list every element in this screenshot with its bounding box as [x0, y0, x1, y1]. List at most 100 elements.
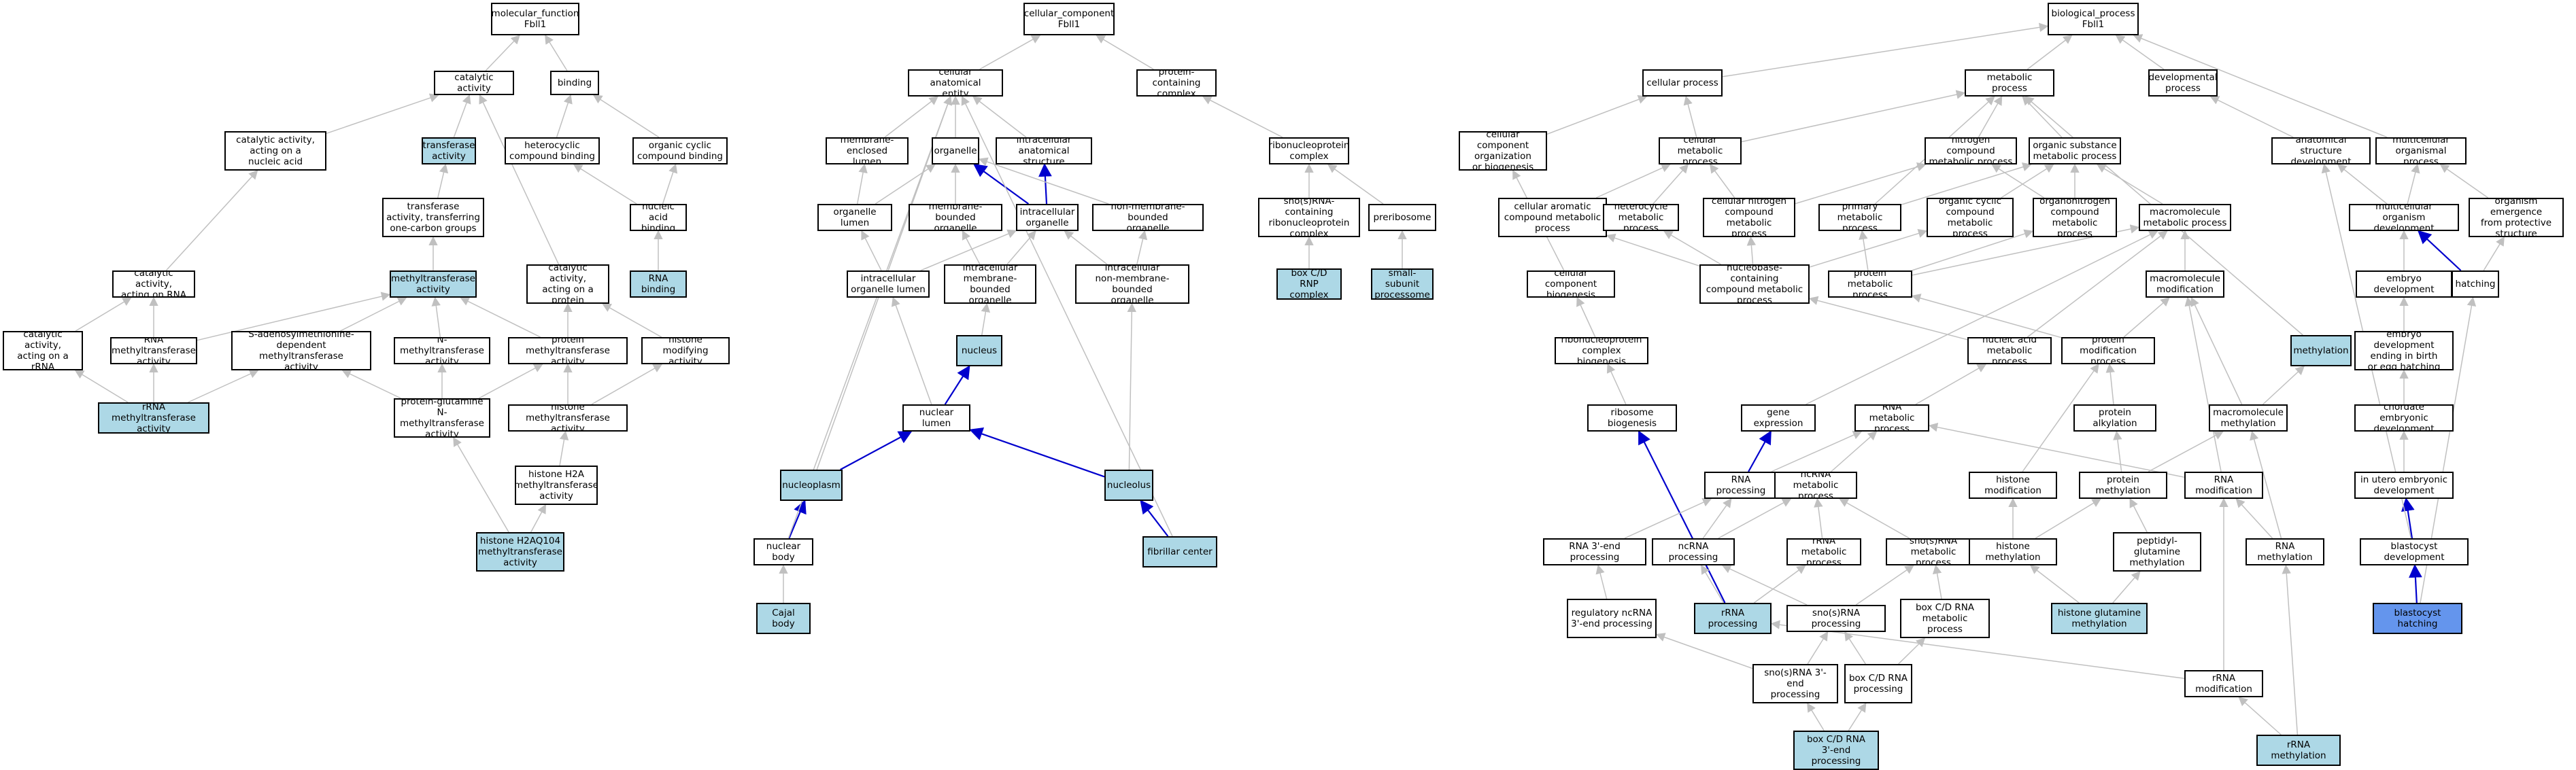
node-osmp[interactable]: organic substance metabolic process	[2029, 137, 2121, 164]
node-mf[interactable]: molecular_function Fbll1	[491, 3, 579, 35]
node-protmeth[interactable]: protein methylation	[2079, 472, 2167, 499]
node-transf1c[interactable]: transferase activity, transferring one-c…	[382, 198, 484, 237]
node-bind[interactable]: binding	[550, 71, 599, 95]
node-nuclum[interactable]: nuclear lumen	[902, 404, 970, 432]
node-mbo[interactable]: membrane-bounded organelle	[909, 204, 1002, 231]
node-nucleoplasm[interactable]: nucleoplasm	[780, 470, 843, 501]
node-rnc3end[interactable]: regulatory ncRNA 3'-end processing	[1567, 599, 1657, 638]
node-edeb[interactable]: embryo development ending in birth or eg…	[2354, 331, 2454, 370]
node-protmt[interactable]: protein methyltransferase activity	[508, 337, 628, 364]
node-ccob[interactable]: cellular component organization or bioge…	[1459, 131, 1547, 171]
node-iol[interactable]: intracellular organelle lumen	[847, 270, 930, 298]
node-macmp[interactable]: macromolecule metabolic process	[2139, 204, 2231, 231]
node-cc[interactable]: cellular_component Fbll1	[1023, 3, 1115, 35]
node-namp[interactable]: nucleic acid metabolic process	[1967, 337, 2052, 364]
node-asd[interactable]: anatomical structure development	[2271, 137, 2371, 164]
node-metproc[interactable]: metabolic process	[1965, 69, 2054, 97]
node-boxcdproc[interactable]: box C/D RNA processing	[1844, 664, 1912, 703]
node-imbo[interactable]: intracellular membrane-bounded organelle	[944, 264, 1036, 304]
node-pmodp[interactable]: protein modification process	[2061, 337, 2155, 364]
node-snornamp[interactable]: sno(s)RNA metabolic process	[1886, 538, 1981, 565]
node-boxcdmp[interactable]: box C/D RNA metabolic process	[1900, 599, 1990, 638]
node-ncrnaproc[interactable]: ncRNA processing	[1652, 538, 1735, 565]
node-h2aq104[interactable]: histone H2AQ104 methyltransferase activi…	[476, 532, 564, 572]
node-histmodp[interactable]: histone modification	[1969, 472, 2057, 499]
node-cmp[interactable]: cellular metabolic process	[1659, 137, 1742, 164]
node-ssp[interactable]: small-subunit processome	[1371, 268, 1434, 300]
node-rnamt[interactable]: RNA methyltransferase activity	[110, 337, 197, 364]
node-h2amt[interactable]: histone H2A methyltransferase activity	[515, 466, 598, 505]
node-cat-na[interactable]: catalytic activity, acting on a nucleic …	[224, 131, 326, 171]
node-rna3end[interactable]: RNA 3'-end processing	[1543, 538, 1646, 565]
node-rnamod[interactable]: RNA modification	[2184, 472, 2263, 499]
node-cat-rna[interactable]: catalytic activity, acting on RNA	[112, 270, 195, 298]
node-iued[interactable]: in utero embryonic development	[2354, 472, 2454, 499]
node-prerib[interactable]: preribosome	[1368, 204, 1436, 231]
node-nbcmp[interactable]: nucleobase-containing compound metabolic…	[1699, 264, 1810, 304]
node-occmp[interactable]: organic cyclic compound metabolic proces…	[1927, 198, 2014, 237]
node-bp[interactable]: biological_process Fbll1	[2048, 3, 2139, 35]
node-rrnamod[interactable]: rRNA modification	[2184, 670, 2263, 697]
node-cat-prot[interactable]: catalytic activity, acting on a protein	[526, 264, 609, 304]
node-mel[interactable]: membrane-enclosed lumen	[826, 137, 909, 164]
node-methyltr[interactable]: methyltransferase activity	[390, 270, 477, 298]
node-rrnameth[interactable]: rRNA methylation	[2256, 735, 2341, 766]
node-cajal[interactable]: Cajal body	[756, 603, 811, 634]
node-cncmp[interactable]: cellular nitrogen compound metabolic pro…	[1703, 198, 1795, 237]
node-oefps[interactable]: organism emergence from protective struc…	[2469, 198, 2564, 237]
node-ncmp[interactable]: nitrogen compound metabolic process	[1925, 137, 2017, 164]
node-cat[interactable]: catalytic activity	[434, 71, 514, 95]
node-hgm[interactable]: histone glutamine methylation	[2051, 603, 2148, 634]
node-inmbo[interactable]: intracellular non-membrane-bounded organ…	[1075, 264, 1189, 304]
node-orgcyc[interactable]: organic cyclic compound binding	[632, 137, 728, 164]
node-embdev[interactable]: embryo development	[2356, 270, 2452, 298]
node-hatching[interactable]: hatching	[2452, 270, 2499, 298]
node-ced[interactable]: chordate embryonic development	[2354, 404, 2454, 432]
node-hmp[interactable]: heterocycle metabolic process	[1603, 204, 1679, 231]
node-macmeth[interactable]: macromolecule methylation	[2209, 404, 2288, 432]
node-histmod[interactable]: histone modifying activity	[641, 337, 730, 364]
node-histmt[interactable]: histone methyltransferase activity	[508, 404, 628, 432]
node-cellproc[interactable]: cellular process	[1642, 69, 1723, 97]
node-histmeth[interactable]: histone methylation	[1969, 538, 2057, 565]
node-blastdev[interactable]: blastocyst development	[2360, 538, 2469, 565]
node-rrnaproc[interactable]: rRNA processing	[1694, 603, 1772, 634]
node-pgm[interactable]: peptidyl-glutamine methylation	[2113, 532, 2201, 572]
node-methylation[interactable]: methylation	[2290, 335, 2352, 366]
node-pmp[interactable]: primary metabolic process	[1818, 204, 1901, 231]
node-protalk[interactable]: protein alkylation	[2073, 404, 2156, 432]
node-devproc[interactable]: developmental process	[2148, 69, 2218, 97]
node-nabind[interactable]: nucleic acid binding	[630, 204, 687, 231]
node-cacmp[interactable]: cellular aromatic compound metabolic pro…	[1498, 198, 1607, 237]
node-ias[interactable]: intracellular anatomical structure	[996, 137, 1092, 164]
node-rnameth[interactable]: RNA methylation	[2245, 538, 2324, 565]
node-ribobio[interactable]: ribosome biogenesis	[1587, 404, 1677, 432]
node-pcc[interactable]: protein-containing complex	[1136, 69, 1217, 97]
node-nucleolus[interactable]: nucleolus	[1104, 470, 1153, 501]
node-snornp[interactable]: sno(s)RNA-containing ribonucleoprotein c…	[1258, 198, 1360, 237]
node-protmp[interactable]: protein metabolic process	[1828, 270, 1912, 298]
node-org[interactable]: organelle	[932, 137, 979, 164]
node-ncrnamp[interactable]: ncRNA metabolic process	[1774, 472, 1857, 499]
node-cae[interactable]: cellular anatomical entity	[908, 69, 1003, 97]
node-ccb[interactable]: cellular component biogenesis	[1527, 270, 1615, 298]
node-rrnamt[interactable]: rRNA methyltransferase activity	[98, 402, 209, 434]
node-nucbody[interactable]: nuclear body	[753, 538, 813, 565]
node-oncmp[interactable]: organonitrogen compound metabolic proces…	[2033, 198, 2117, 237]
node-nucleus[interactable]: nucleus	[956, 335, 1002, 366]
node-rnamp[interactable]: RNA metabolic process	[1854, 404, 1929, 432]
node-nmt[interactable]: N-methyltransferase activity	[394, 337, 490, 364]
node-sam[interactable]: S-adenosylmethionine-dependent methyltra…	[231, 331, 371, 370]
node-nmbo[interactable]: non-membrane-bounded organelle	[1092, 204, 1204, 231]
node-boxcd[interactable]: box C/D RNP complex	[1276, 268, 1342, 300]
node-rnp[interactable]: ribonucleoprotein complex	[1269, 137, 1349, 164]
node-rnpcb[interactable]: ribonucleoprotein complex biogenesis	[1555, 337, 1648, 364]
node-orglum[interactable]: organelle lumen	[817, 204, 892, 231]
node-geneexp[interactable]: gene expression	[1741, 404, 1816, 432]
node-mop[interactable]: multicellular organismal process	[2375, 137, 2467, 164]
node-rnaproc[interactable]: RNA processing	[1704, 472, 1778, 499]
node-snornaproc[interactable]: sno(s)RNA processing	[1786, 605, 1886, 632]
node-sno3end[interactable]: sno(s)RNA 3'-end processing	[1752, 664, 1838, 703]
node-hetcomp[interactable]: heterocyclic compound binding	[505, 137, 600, 164]
node-macmod[interactable]: macromolecule modification	[2146, 270, 2224, 298]
